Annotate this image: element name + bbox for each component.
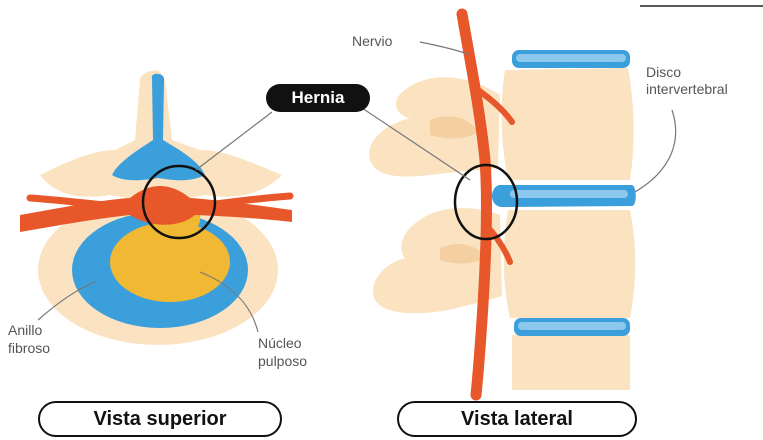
- anillo-label-line2: fibroso: [8, 340, 50, 357]
- superior-view: [20, 70, 292, 345]
- disc-middle-highlight: [510, 190, 628, 198]
- nervio-label: Nervio: [352, 33, 392, 50]
- spinal-canal-superior: [112, 74, 205, 181]
- vertebral-body-lower: [504, 210, 636, 318]
- vertebral-body-bottom: [512, 335, 630, 390]
- disc-top-highlight: [516, 54, 626, 62]
- nucleo-label-line1: Núcleo: [258, 335, 302, 352]
- caption-vista-superior: Vista superior: [38, 401, 282, 437]
- vertebral-body-upper: [502, 68, 634, 180]
- caption-vista-lateral: Vista lateral: [397, 401, 637, 437]
- disc-bottom-highlight: [518, 322, 626, 330]
- anillo-label-line1: Anillo: [8, 322, 42, 339]
- spinal-nerve-lateral: [462, 14, 486, 395]
- nerve-root-branch-left: [30, 198, 118, 206]
- hernia-label: Hernia: [266, 84, 370, 112]
- nucleo-label-line2: pulposo: [258, 353, 307, 370]
- disco-label-line2: intervertebral: [646, 81, 728, 98]
- disco-label-line1: Disco: [646, 64, 681, 81]
- lateral-view: [362, 14, 676, 395]
- disco-leader: [635, 110, 676, 192]
